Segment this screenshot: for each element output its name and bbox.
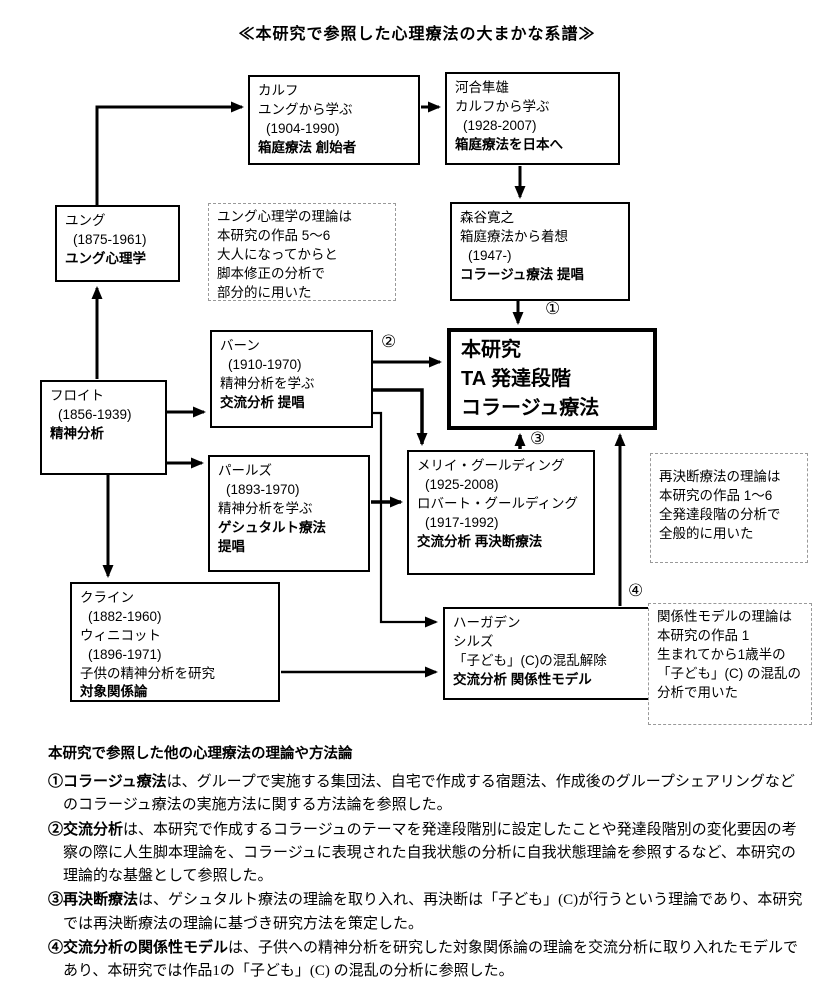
box-perls-line: 提唱 <box>218 538 245 554</box>
note-jung-line: ユング心理学の理論は <box>217 209 352 224</box>
box-honkenkyu-line: コラージュ療法 <box>461 397 600 419</box>
box-freud-line: (1856-1939) <box>58 406 132 422</box>
box-freud-line: フロイト <box>50 388 104 403</box>
box-jung-line: ユング心理学 <box>65 250 146 266</box>
box-klein-line: 対象関係論 <box>80 684 148 700</box>
box-perls: パールズ (1893-1970) 精神分析を学ぶ ゲシュタルト療法 提唱 <box>208 455 370 572</box>
box-kalff-line: カルフ <box>258 83 299 98</box>
footer-item-2: ②交流分析は、本研究で作成するコラージュのテーマを発達段階別に設定したことや発達… <box>48 818 808 889</box>
label-circle-1: ① <box>545 299 561 318</box>
box-hargaden: ハーガデン シルズ 「子ども」(C)の混乱解除 交流分析 関係性モデル <box>443 607 655 700</box>
note-jung-line: 部分的に用いた <box>217 284 312 300</box>
footer-item-2-term: 交流分析 <box>63 820 124 838</box>
box-moritani-line: 箱庭療法から着想 <box>460 228 568 244</box>
box-perls-line: ゲシュタルト療法 <box>218 519 326 535</box>
note-redecision-line: 本研究の作品 1〜6 <box>659 487 773 503</box>
box-jung: ユング (1875-1961) ユング心理学 <box>55 205 180 282</box>
box-goulding-line: ロバート・グールディング <box>417 495 579 511</box>
box-honkenkyu-line: 本研究 <box>461 339 521 361</box>
box-kawai: 河合隼雄 カルフから学ぶ (1928-2007) 箱庭療法を日本へ <box>445 72 620 165</box>
box-perls-line: 精神分析を学ぶ <box>218 500 313 516</box>
footer-item-4-term: 交流分析の関係性モデル <box>63 938 229 956</box>
box-berne-line: 精神分析を学ぶ <box>220 375 315 391</box>
box-klein: クライン (1882-1960) ウィニコット (1896-1971) 子供の精… <box>70 582 280 702</box>
note-jung-theory: ユング心理学の理論は 本研究の作品 5〜6 大人になってからと 脚本修正の分析で… <box>208 203 396 301</box>
box-honkenkyu-line: TA 発達段階 <box>461 368 571 390</box>
box-goulding-line: (1917-1992) <box>425 514 499 530</box>
footer-item-1: ①コラージュ療法は、グループで実施する集団法、自宅で作成する宿題法、作成後のグル… <box>48 770 808 818</box>
note-redecision-line: 再決断療法の理論は <box>659 469 781 484</box>
box-hargaden-line: 「子ども」(C)の混乱解除 <box>453 652 607 668</box>
footer-item-4-num: ④ <box>48 938 64 956</box>
note-redecision-theory: 再決断療法の理論は 本研究の作品 1〜6 全発達段階の分析で 全般的に用いた <box>650 453 808 563</box>
box-perls-line: パールズ <box>218 463 272 478</box>
box-jung-line: ユング <box>65 213 106 228</box>
note-relational-line: 分析で用いた <box>657 684 738 700</box>
box-kalff-line: 箱庭療法 創始者 <box>258 139 357 155</box>
box-goulding-line: 交流分析 再決断療法 <box>417 533 543 549</box>
footer-item-2-num: ② <box>48 820 64 838</box>
note-redecision-line: 全発達段階の分析で <box>659 506 781 522</box>
box-kalff-line: (1904-1990) <box>266 120 340 136</box>
box-klein-line: 子供の精神分析を研究 <box>80 665 215 681</box>
box-jung-line: (1875-1961) <box>73 231 147 247</box>
note-jung-line: 脚本修正の分析で <box>217 265 325 281</box>
footer-heading: 本研究で参照した他の心理療法の理論や方法論 <box>48 746 353 762</box>
box-berne-line: 交流分析 提唱 <box>220 394 305 410</box>
footer-item-3-text: は、ゲシュタルト療法の理論を取り入れ、再決断は「子ども」(C)が行うという理論で… <box>63 892 803 932</box>
note-redecision-line: 全般的に用いた <box>659 525 754 541</box>
box-hargaden-line: 交流分析 関係性モデル <box>453 671 592 687</box>
note-jung-line: 大人になってからと <box>217 246 338 262</box>
footer-item-1-term: コラージュ療法 <box>63 773 167 790</box>
box-goulding-line: メリイ・グールディング <box>417 458 565 473</box>
footer-item-1-num: ① <box>48 773 64 790</box>
box-moritani-line: (1947-) <box>468 247 512 263</box>
footer-item-4-text: は、子供への精神分析を研究した対象関係論の理論を交流分析に取り入れたモデルであり… <box>63 939 799 979</box>
diagram-title: ≪本研究で参照した心理療法の大まかな系譜≫ <box>238 26 596 43</box>
note-relational-line: 生まれてから1歳半の <box>657 646 786 662</box>
label-circle-3: ③ <box>530 429 546 448</box>
footer-item-3: ③再決断療法は、ゲシュタルト療法の理論を取り入れ、再決断は「子ども」(C)が行う… <box>48 888 808 936</box>
box-kalff-line: ユングから学ぶ <box>258 101 353 117</box>
box-klein-line: クライン <box>80 590 134 605</box>
box-honkenkyu: 本研究 TA 発達段階 コラージュ療法 <box>447 328 657 430</box>
box-kawai-line: (1928-2007) <box>463 117 537 133</box>
box-hargaden-line: ハーガデン <box>453 615 521 630</box>
note-relational-line: 本研究の作品 1 <box>657 627 750 643</box>
footer-item-4: ④交流分析の関係性モデルは、子供への精神分析を研究した対象関係論の理論を交流分析… <box>48 936 808 984</box>
box-kawai-line: 河合隼雄 <box>455 80 509 95</box>
box-freud: フロイト (1856-1939) 精神分析 <box>40 380 167 475</box>
label-circle-2: ② <box>381 332 397 351</box>
box-berne: バーン (1910-1970) 精神分析を学ぶ 交流分析 提唱 <box>210 330 373 428</box>
note-relational-theory: 関係性モデルの理論は 本研究の作品 1 生まれてから1歳半の 「子ども」(C) … <box>648 603 812 725</box>
footer-item-1-text: は、グループで実施する集団法、自宅で作成する宿題法、作成後のグループシェアリング… <box>63 774 795 814</box>
footer-item-3-num: ③ <box>48 891 64 909</box>
note-relational-line: 「子ども」(C) の混乱の <box>657 665 801 681</box>
box-hargaden-line: シルズ <box>453 633 494 649</box>
box-klein-line: (1896-1971) <box>88 646 162 662</box>
box-goulding: メリイ・グールディング (1925-2008) ロバート・グールディング (19… <box>407 450 595 575</box>
footer-item-2-text: は、本研究で作成するコラージュのテーマを発達段階別に設定したことや発達段階別の変… <box>63 821 797 885</box>
box-berne-line: (1910-1970) <box>228 356 302 372</box>
arrow-jung-to-kalff <box>95 101 244 205</box>
box-kalff: カルフ ユングから学ぶ (1904-1990) 箱庭療法 創始者 <box>248 75 420 165</box>
note-relational-line: 関係性モデルの理論は <box>657 609 792 624</box>
box-moritani: 森谷寛之 箱庭療法から着想 (1947-) コラージュ療法 提唱 <box>450 202 630 301</box>
note-jung-line: 本研究の作品 5〜6 <box>217 227 331 243</box>
arrow-berne-to-goulding <box>373 388 428 446</box>
box-freud-line: 精神分析 <box>50 425 104 441</box>
box-berne-line: バーン <box>220 338 260 353</box>
box-moritani-line: コラージュ療法 提唱 <box>460 266 585 282</box>
box-moritani-line: 森谷寛之 <box>460 210 514 225</box>
footer-item-3-term: 再決断療法 <box>63 891 139 909</box>
label-circle-4: ④ <box>628 581 644 600</box>
box-klein-line: (1882-1960) <box>88 608 162 624</box>
box-klein-line: ウィニコット <box>80 627 161 643</box>
box-kawai-line: カルフから学ぶ <box>455 98 550 114</box>
box-goulding-line: (1925-2008) <box>425 476 499 492</box>
box-kawai-line: 箱庭療法を日本へ <box>455 136 563 152</box>
footer-notes: 本研究で参照した他の心理療法の理論や方法論 ①コラージュ療法は、グループで実施す… <box>48 742 808 983</box>
box-perls-line: (1893-1970) <box>226 481 300 497</box>
